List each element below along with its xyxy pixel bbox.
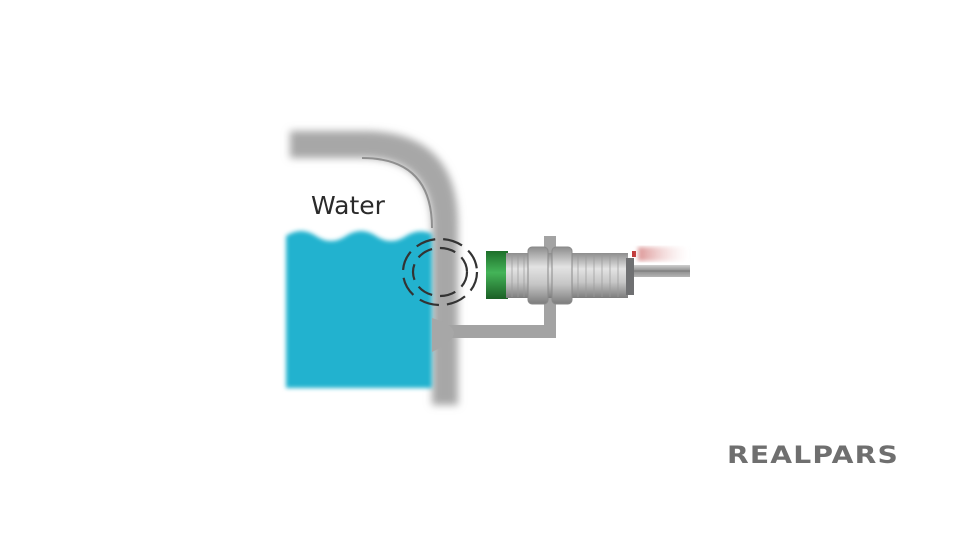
sensor-led [632, 251, 636, 257]
dashed-ellipse-icon [401, 237, 479, 307]
sensor-end-cap [626, 258, 634, 295]
sensor-nut-right [551, 246, 573, 305]
tank-label: Water [311, 191, 386, 220]
led-glow [638, 247, 688, 261]
water-body [286, 231, 432, 388]
tank-wall [290, 131, 458, 405]
brand-logo: REALPARS [727, 441, 899, 469]
bracket-weld [432, 318, 454, 352]
cylindrical-sensor-icon [486, 246, 690, 305]
tank-wall-edge [361, 157, 433, 229]
mounting-bracket [442, 236, 556, 338]
sensor-nut-left [527, 246, 549, 305]
sensor-ring [486, 251, 508, 299]
